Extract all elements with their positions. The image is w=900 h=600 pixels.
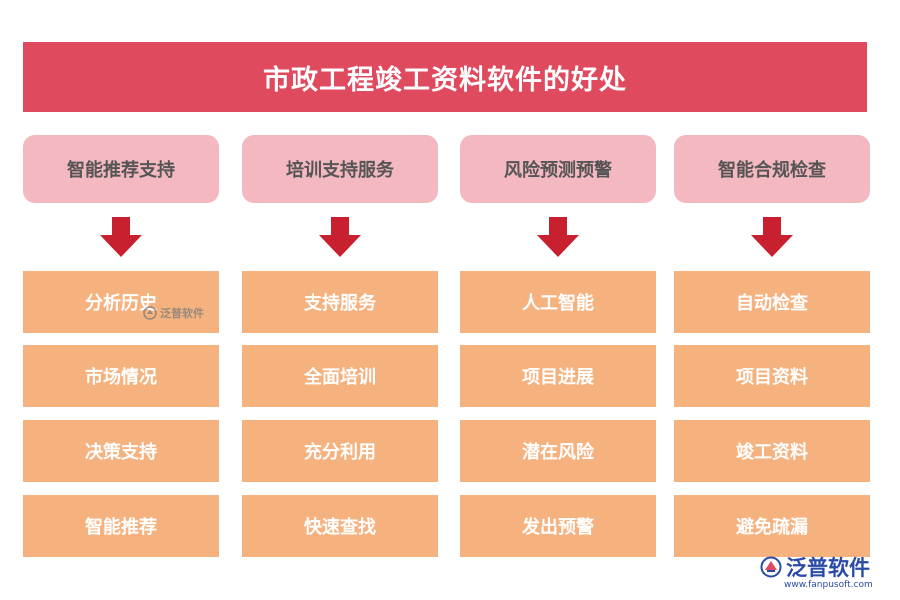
down-arrow-icon: [319, 217, 361, 257]
benefit-item: 自动检查: [674, 271, 870, 333]
column-heading: 培训支持服务: [242, 135, 438, 203]
benefit-item: 支持服务: [242, 271, 438, 333]
watermark: 泛普软件: [143, 305, 204, 321]
benefit-item: 分析历史: [23, 271, 219, 333]
benefit-column-2: 培训支持服务 支持服务 全面培训 充分利用 快速查找: [242, 135, 438, 557]
benefit-item: 发出预警: [460, 495, 656, 557]
benefit-item: 全面培训: [242, 345, 438, 407]
benefit-item: 充分利用: [242, 420, 438, 482]
benefit-item: 人工智能: [460, 271, 656, 333]
brand-logo: 泛普软件 www.fanpusoft.com: [760, 552, 890, 596]
page-title: 市政工程竣工资料软件的好处: [23, 42, 867, 112]
column-heading: 智能推荐支持: [23, 135, 219, 203]
benefit-item: 竣工资料: [674, 420, 870, 482]
benefit-item: 项目进展: [460, 345, 656, 407]
benefit-item: 决策支持: [23, 420, 219, 482]
down-arrow-icon: [751, 217, 793, 257]
benefit-item: 项目资料: [674, 345, 870, 407]
column-heading: 风险预测预警: [460, 135, 656, 203]
benefit-column-4: 智能合规检查 自动检查 项目资料 竣工资料 避免疏漏: [674, 135, 870, 557]
brand-mark-icon: [760, 556, 782, 578]
down-arrow-icon: [537, 217, 579, 257]
brand-mark-icon: [143, 306, 157, 320]
benefit-item: 快速查找: [242, 495, 438, 557]
column-heading: 智能合规检查: [674, 135, 870, 203]
logo-name: 泛普软件: [786, 556, 870, 580]
benefit-column-1: 智能推荐支持 分析历史 市场情况 决策支持 智能推荐: [23, 135, 219, 557]
watermark-text: 泛普软件: [160, 307, 204, 320]
benefit-item: 潜在风险: [460, 420, 656, 482]
benefit-item: 智能推荐: [23, 495, 219, 557]
logo-url: www.fanpusoft.com: [784, 580, 873, 590]
benefit-item: 市场情况: [23, 345, 219, 407]
down-arrow-icon: [100, 217, 142, 257]
benefit-item: 避免疏漏: [674, 495, 870, 557]
benefit-column-3: 风险预测预警 人工智能 项目进展 潜在风险 发出预警: [460, 135, 656, 557]
